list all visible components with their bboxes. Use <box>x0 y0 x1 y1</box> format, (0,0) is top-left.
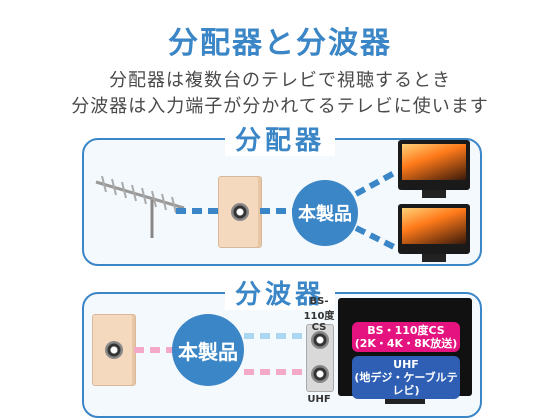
description-line-2: 分波器は入力端子が分かれてるテレビに使います <box>71 96 489 117</box>
splitter-heading: 分配器 <box>0 120 560 157</box>
demux-heading: 分波器 <box>0 274 560 311</box>
page-title: 分配器と分波器 <box>168 26 392 61</box>
port-uhf-label: UHF <box>307 394 331 405</box>
socket-icon <box>105 341 123 359</box>
port-uhf-icon <box>311 365 329 383</box>
port-bs-label: BS- 110度CS <box>303 296 335 333</box>
socket-icon <box>231 203 249 221</box>
badge-uhf: UHF (地デジ・ケーブルテレビ) <box>352 356 460 399</box>
description-line-1: 分配器は複数台のテレビで視聴するとき <box>109 70 451 91</box>
splitter-product-circle: 本製品 <box>292 180 358 246</box>
badge-bs: BS・110度CS (2K・4K・8K放送) <box>352 322 460 352</box>
antenna-icon <box>95 175 185 238</box>
wall-outlet-demux <box>92 314 136 386</box>
tv-icon-top <box>398 140 470 198</box>
demux-product-circle: 本製品 <box>172 314 244 386</box>
demux-device <box>306 324 334 392</box>
tv-icon-bottom <box>398 204 470 262</box>
port-bs-icon <box>311 331 329 349</box>
